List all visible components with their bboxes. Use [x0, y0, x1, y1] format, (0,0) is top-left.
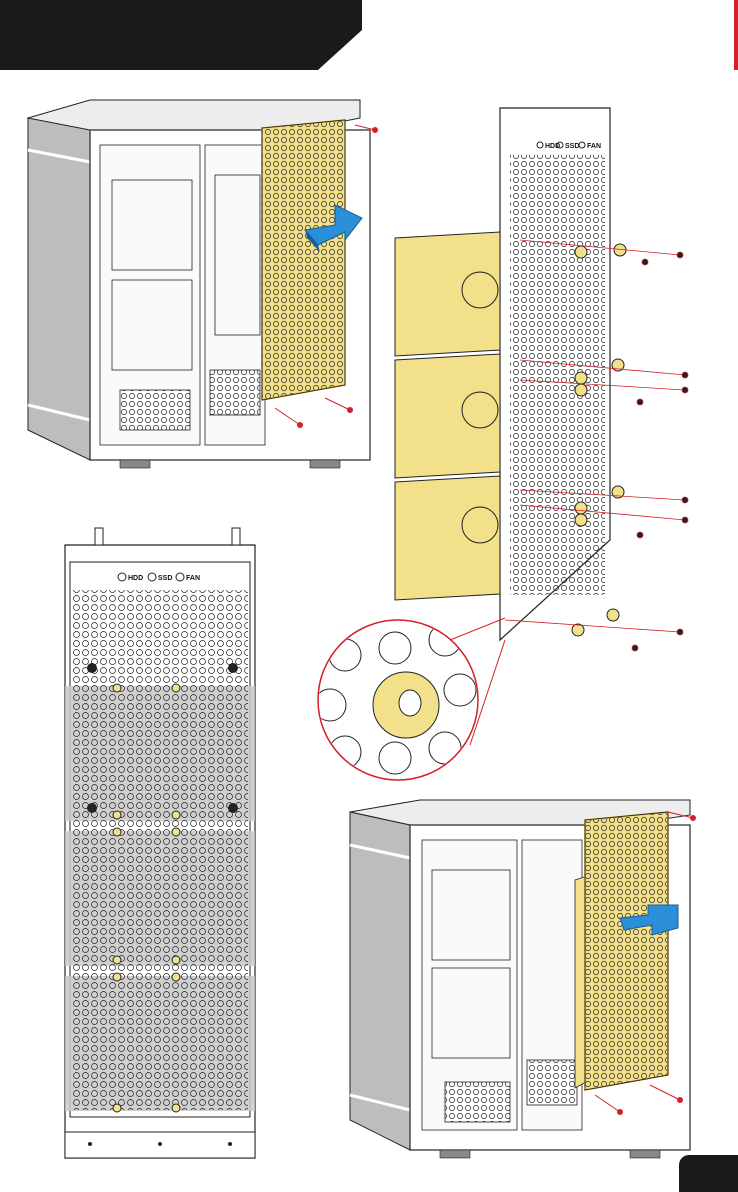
tray-label-row: HDD SSD FAN — [537, 142, 601, 150]
case-removal-view — [28, 100, 378, 468]
svg-text:SSD: SSD — [158, 575, 172, 582]
drive-tray-panel-removing — [262, 120, 345, 400]
tray-label-row: HDD SSD FAN — [118, 573, 200, 582]
case-install-view — [350, 800, 696, 1158]
hdd-drive-1 — [395, 232, 500, 356]
hdd-drive-3 — [395, 476, 500, 600]
drive-tray-panel-installed — [575, 812, 668, 1090]
svg-text:HDD: HDD — [128, 575, 143, 582]
svg-text:SSD: SSD — [565, 143, 579, 150]
tray-front-view: HDD SSD FAN — [65, 528, 255, 1158]
svg-text:FAN: FAN — [587, 143, 601, 150]
hdd-drive-2 — [395, 354, 500, 478]
page-number — [679, 1155, 738, 1192]
grommet-zoom-callout — [314, 618, 505, 780]
svg-text:FAN: FAN — [186, 575, 200, 582]
